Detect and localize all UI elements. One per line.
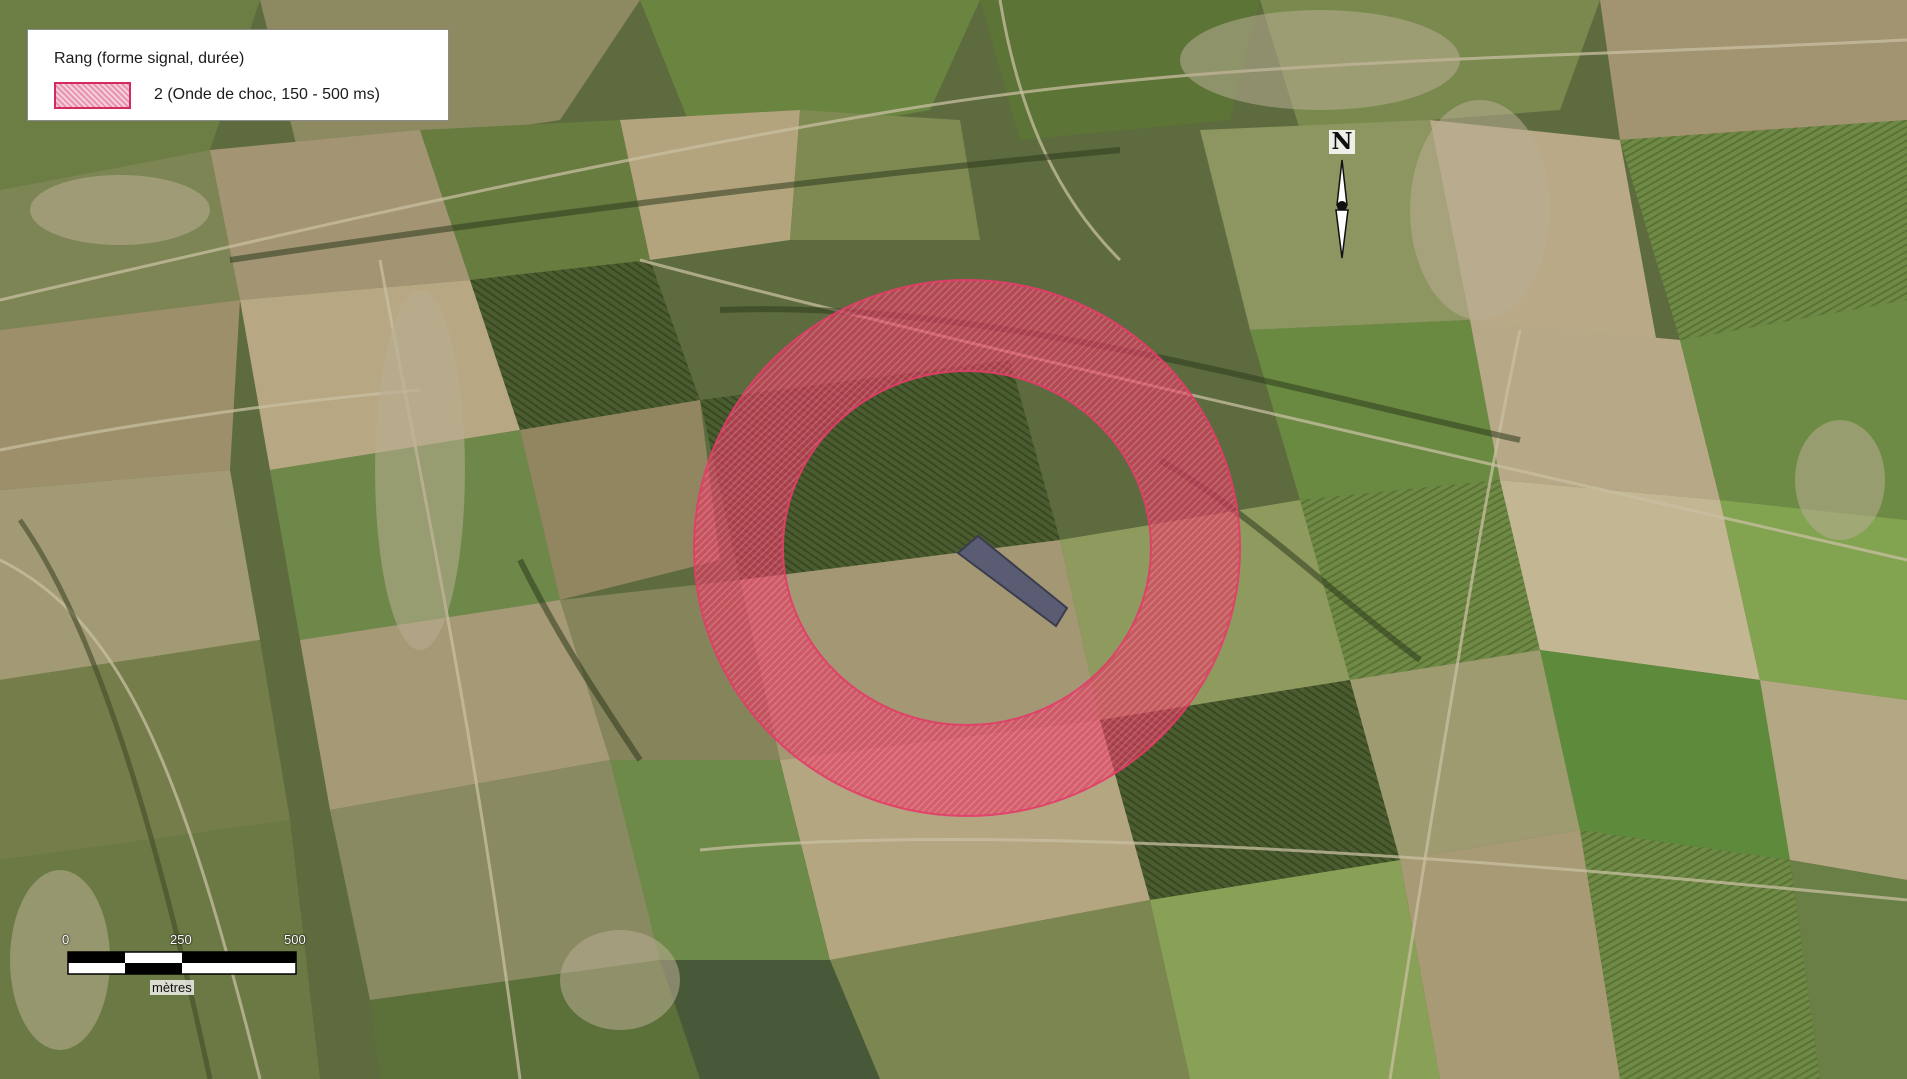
- scale-tick-250: 250: [170, 932, 192, 947]
- scale-tick-0: 0: [62, 932, 70, 947]
- north-arrow: N: [1326, 130, 1358, 260]
- scale-bar: 0 250 500 mètres: [58, 932, 318, 1004]
- shock-wave-ring[interactable]: [692, 279, 1242, 817]
- map-legend: Rang (forme signal, durée) 2 (Onde de ch…: [27, 29, 449, 121]
- industrial-building: [956, 534, 1069, 628]
- north-arrow-icon: [1335, 159, 1349, 259]
- north-letter: N: [1329, 130, 1355, 154]
- scale-bar-graphic: [67, 951, 297, 975]
- scale-tick-500: 500: [284, 932, 306, 947]
- legend-swatch: [54, 82, 131, 109]
- villages: [10, 10, 1885, 1050]
- legend-item-label: 2 (Onde de choc, 150 - 500 ms): [154, 86, 380, 103]
- scale-unit: mètres: [150, 980, 194, 995]
- legend-title: Rang (forme signal, durée): [54, 50, 245, 67]
